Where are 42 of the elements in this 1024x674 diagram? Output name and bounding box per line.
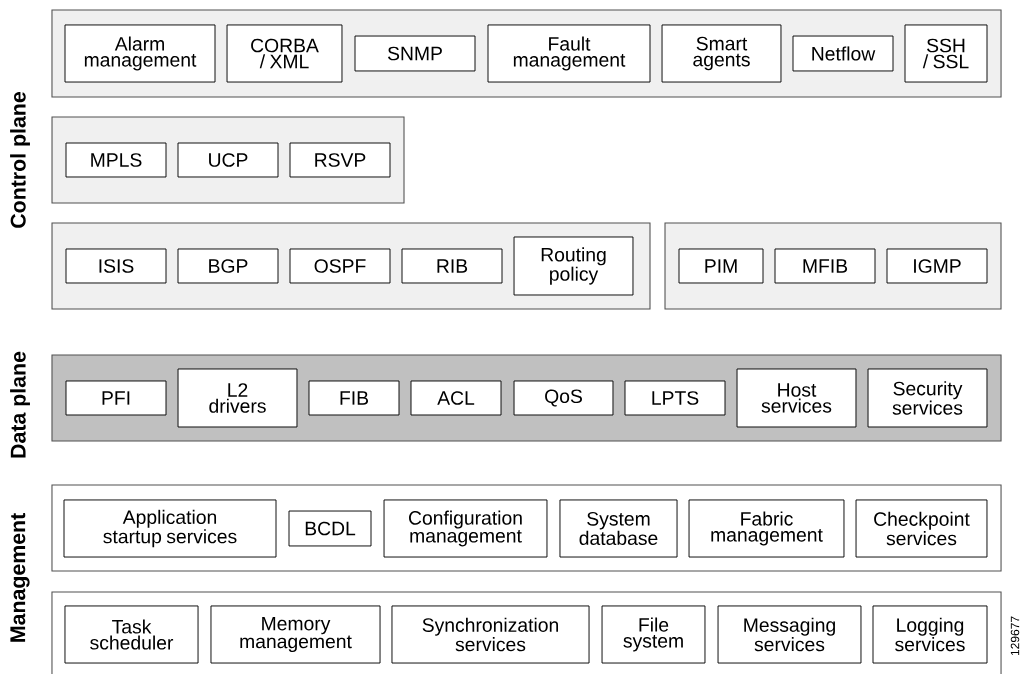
service-box: Synchronization services — [391, 605, 590, 664]
service-box: CORBA / XML — [226, 24, 343, 83]
service-box: Configuration management — [383, 499, 548, 558]
service-box: PIM — [678, 248, 764, 284]
service-box: MFIB — [774, 248, 876, 284]
service-box: SNMP — [354, 35, 476, 72]
layer-label: Data plane — [10, 351, 30, 458]
service-box: Smart agents — [661, 24, 782, 83]
service-box: Logging services — [872, 605, 988, 664]
service-box: UCP — [177, 142, 279, 178]
service-box: Security services — [867, 368, 988, 428]
service-box: RSVP — [289, 142, 391, 178]
service-box: ISIS — [65, 248, 167, 284]
service-box: Alarm management — [64, 24, 216, 83]
service-box: SSH / SSL — [904, 24, 988, 83]
service-box: ACL — [410, 380, 502, 416]
figure-number: 129677 — [1010, 616, 1020, 656]
service-box: File system — [601, 605, 706, 664]
service-box: Messaging services — [717, 605, 862, 664]
service-box: LPTS — [624, 380, 726, 416]
service-box: PFI — [65, 380, 167, 416]
service-box: Netflow — [792, 35, 894, 72]
service-box: Host services — [736, 368, 857, 428]
service-box: BGP — [177, 248, 279, 284]
service-box: System database — [559, 499, 678, 558]
service-box: RIB — [401, 248, 503, 284]
service-box: Application startup services — [63, 499, 277, 558]
service-box: BCDL — [288, 510, 372, 547]
service-box: QoS — [513, 380, 614, 416]
service-box: Checkpoint services — [855, 499, 988, 558]
service-box: IGMP — [886, 248, 988, 284]
layer-label: Management — [10, 513, 30, 642]
layer-label: Control plane — [10, 92, 30, 228]
service-box: FIB — [308, 380, 400, 416]
service-box: Task scheduler — [64, 605, 199, 664]
service-box: Routing policy — [513, 236, 634, 296]
service-box: OSPF — [289, 248, 391, 284]
service-box: L2 drivers — [177, 368, 298, 428]
service-box: MPLS — [65, 142, 167, 178]
service-box: Memory management — [210, 605, 381, 664]
service-box: Fabric management — [688, 499, 845, 558]
service-box: Fault management — [487, 24, 651, 83]
